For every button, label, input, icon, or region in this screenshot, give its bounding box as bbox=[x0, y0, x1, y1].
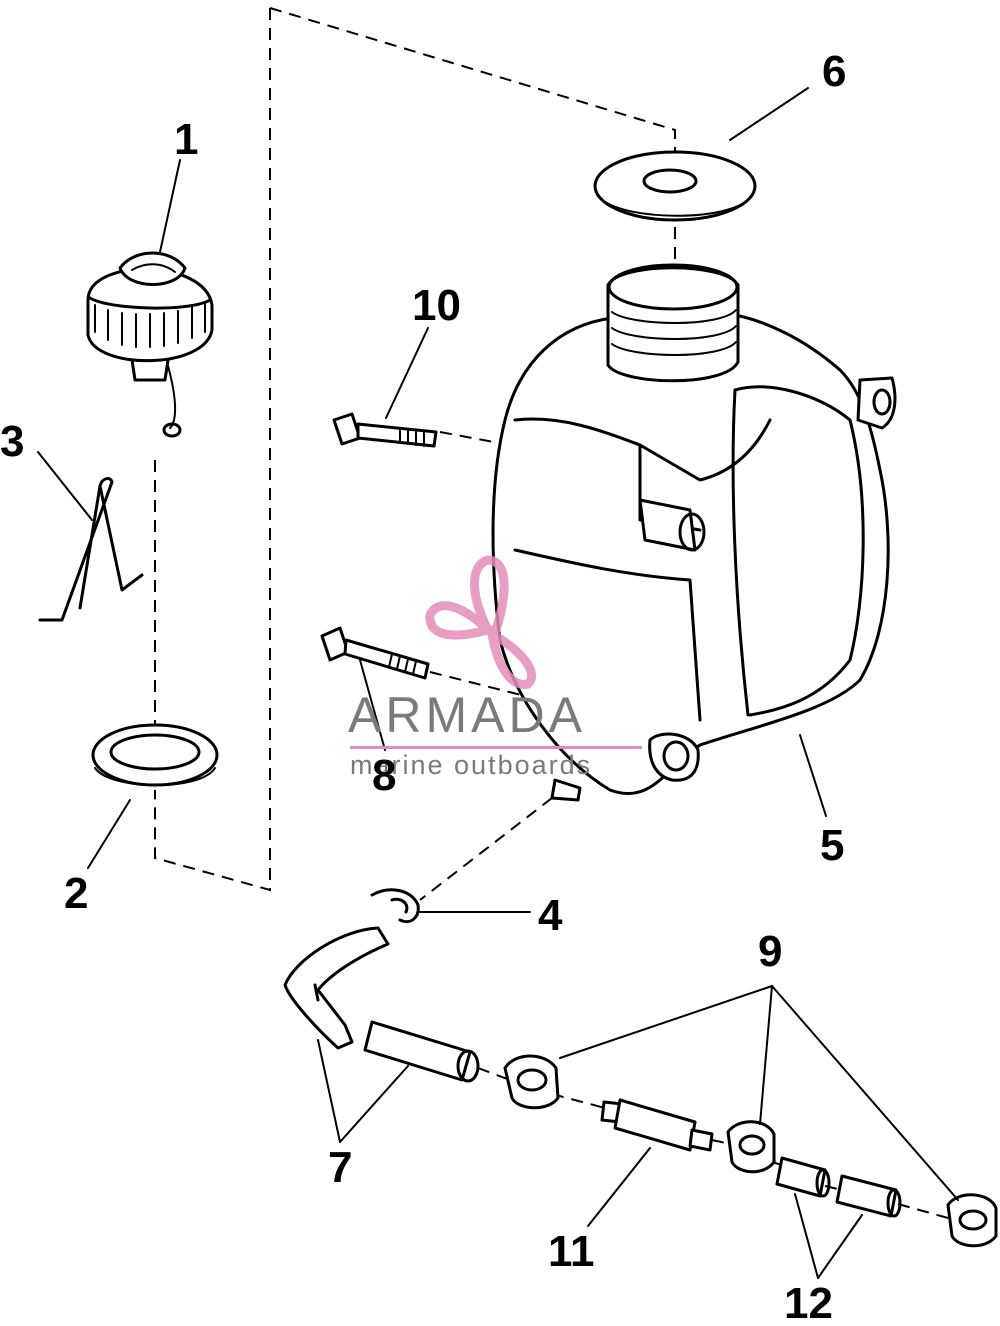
hose-sleeves bbox=[775, 1156, 902, 1218]
callout-1: 1 bbox=[174, 115, 199, 164]
callout-10: 10 bbox=[412, 281, 461, 330]
callout-2: 2 bbox=[64, 869, 89, 918]
callout-3: 3 bbox=[0, 417, 25, 466]
watermark-title: ARMADA bbox=[348, 687, 586, 743]
neck-washer bbox=[593, 150, 757, 222]
leader-lines bbox=[37, 87, 959, 1279]
gasket bbox=[91, 723, 219, 787]
watermark-subtitle: marine outboards bbox=[350, 750, 593, 780]
callout-4: 4 bbox=[538, 891, 563, 940]
callout-5: 5 bbox=[820, 821, 845, 870]
propeller-logo-icon bbox=[425, 555, 536, 689]
callout-7: 7 bbox=[328, 1143, 353, 1192]
callout-8: 8 bbox=[372, 751, 397, 800]
filler-cap bbox=[86, 251, 214, 438]
callout-9: 9 bbox=[758, 927, 783, 976]
retainer-clip bbox=[38, 477, 144, 622]
oil-hoses bbox=[283, 926, 480, 1083]
callout-6: 6 bbox=[822, 47, 847, 96]
assembly-guide-lines bbox=[154, 7, 949, 1219]
hose-clamps bbox=[503, 1054, 998, 1248]
oil-tank bbox=[491, 263, 897, 802]
hose-clip bbox=[370, 888, 420, 924]
connector-fitting bbox=[600, 1098, 714, 1152]
lower-bolt bbox=[320, 626, 430, 680]
watermark-rule bbox=[350, 746, 642, 749]
upper-bolt bbox=[332, 412, 438, 448]
callout-11: 11 bbox=[548, 1227, 595, 1276]
callout-12: 12 bbox=[784, 1279, 833, 1326]
